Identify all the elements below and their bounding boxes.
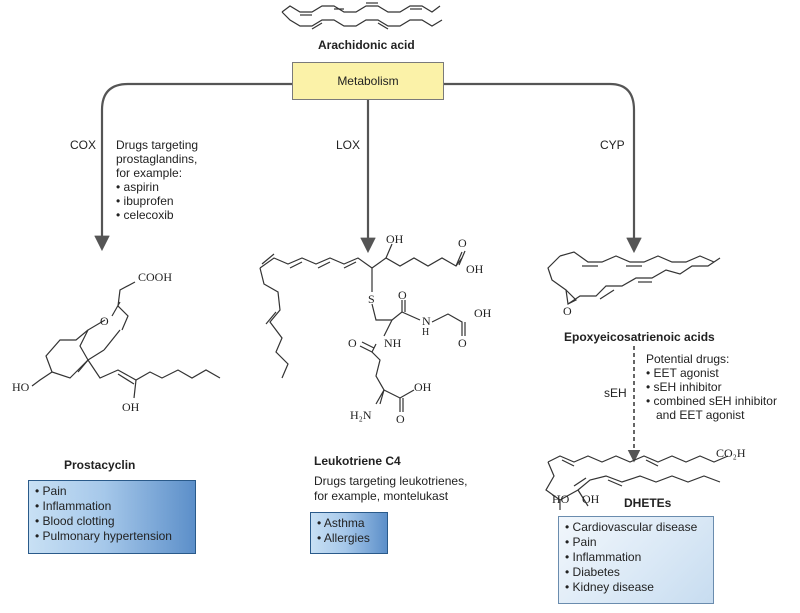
cyp-effects-list: Cardiovascular disease Pain Inflammation…	[565, 520, 707, 595]
effect-item: Pain	[565, 535, 707, 550]
effect-item: Kidney disease	[565, 580, 707, 595]
lox-effects-box: Asthma Allergies	[310, 512, 388, 554]
eet-o-label: O	[563, 304, 572, 318]
lt-o-amide2-label: O	[348, 336, 357, 350]
prostacyclin-o-label: O	[100, 314, 109, 328]
cyp-enzyme-label: CYP	[600, 138, 625, 152]
cox-drugs-list: aspirin ibuprofen celecoxib	[116, 180, 198, 222]
cox-drug-item: ibuprofen	[116, 194, 198, 208]
leukotriene-label: Leukotriene C4	[314, 454, 401, 468]
eet-structure	[547, 251, 721, 306]
cyp-drugs-intro: Potential drugs:	[646, 352, 730, 366]
lox-enzyme-label: LOX	[336, 138, 361, 152]
dhete-ho-label: HO	[552, 492, 570, 506]
prostacyclin-cooh-label: COOH	[138, 270, 173, 284]
lt-h-gly-label: H	[422, 327, 430, 338]
effect-item: Diabetes	[565, 565, 707, 580]
cox-drug-item: aspirin	[116, 180, 198, 194]
effect-item: Blood clotting	[35, 514, 189, 529]
cox-effects-list: Pain Inflammation Blood clotting Pulmona…	[35, 484, 189, 544]
cyp-drug-item: sEH inhibitor	[646, 380, 777, 394]
dhete-label: DHETEs	[624, 496, 672, 510]
lox-drugs-line: for example, montelukast	[314, 489, 449, 503]
lt-n-gly-label: N	[422, 314, 431, 328]
prostacyclin-structure	[31, 281, 221, 399]
lox-effects-list: Asthma Allergies	[317, 516, 381, 546]
cox-drugs-intro-line: for example:	[116, 166, 183, 180]
prostacyclin-label: Prostacyclin	[64, 458, 136, 472]
seh-enzyme-label: sEH	[604, 386, 627, 400]
effect-item: Asthma	[317, 516, 381, 531]
metabolism-box: Metabolism	[292, 62, 444, 100]
cyp-drug-item-continued: and EET agonist	[656, 408, 745, 422]
effect-item: Cardiovascular disease	[565, 520, 707, 535]
arachidonic-acid-label: Arachidonic acid	[318, 38, 415, 52]
lt-h2n-label: H₂N	[350, 408, 372, 422]
lt-o-gly-label: O	[458, 336, 467, 350]
cyp-drug-item: EET agonist	[646, 366, 777, 380]
lt-oh-label: OH	[386, 232, 404, 246]
arachidonic-acid-structure	[281, 2, 443, 30]
lt-oh-gly-label: OH	[474, 306, 492, 320]
cyp-drugs-text: Potential drugs: EET agonist sEH inhibit…	[646, 352, 777, 422]
prostacyclin-oh-label: OH	[122, 400, 140, 414]
cox-drugs-intro-line: Drugs targeting	[116, 138, 199, 152]
cyp-effects-box: Cardiovascular disease Pain Inflammation…	[558, 516, 714, 604]
lt-s-label: S	[368, 292, 375, 306]
effect-item: Inflammation	[35, 499, 189, 514]
leukotriene-structure	[259, 243, 466, 412]
lt-o-acid-label: O	[458, 236, 467, 250]
lt-oh-glu-label: OH	[414, 380, 432, 394]
dhete-oh-label: OH	[582, 492, 600, 506]
prostacyclin-ho-label: HO	[12, 380, 30, 394]
cyp-arrow	[444, 82, 642, 254]
lt-oh-acid-label: OH	[466, 262, 484, 276]
cyp-drugs-list: EET agonist sEH inhibitor combined sEH i…	[646, 366, 777, 408]
dhete-co2h-label: CO₂H	[716, 446, 746, 460]
effect-item: Pulmonary hypertension	[35, 529, 189, 544]
effect-item: Inflammation	[565, 550, 707, 565]
cox-drugs-intro-line: prostaglandins,	[116, 152, 198, 166]
lt-nh-label: NH	[384, 336, 402, 350]
dhete-structure	[545, 455, 729, 510]
cox-drug-item: celecoxib	[116, 208, 198, 222]
cyp-drug-item: combined sEH inhibitor	[646, 394, 777, 408]
effect-item: Pain	[35, 484, 189, 499]
cox-effects-box: Pain Inflammation Blood clotting Pulmona…	[28, 480, 196, 554]
effect-item: Allergies	[317, 531, 381, 546]
lt-o-amide1-label: O	[398, 288, 407, 302]
lt-o-glu-label: O	[396, 412, 405, 426]
lox-drugs-line: Drugs targeting leukotrienes,	[314, 474, 468, 488]
cox-drugs-text: Drugs targeting prostaglandins, for exam…	[116, 138, 198, 222]
cox-arrow	[94, 82, 292, 252]
cox-enzyme-label: COX	[70, 138, 97, 152]
eet-label: Epoxyeicosatrienoic acids	[564, 330, 715, 344]
